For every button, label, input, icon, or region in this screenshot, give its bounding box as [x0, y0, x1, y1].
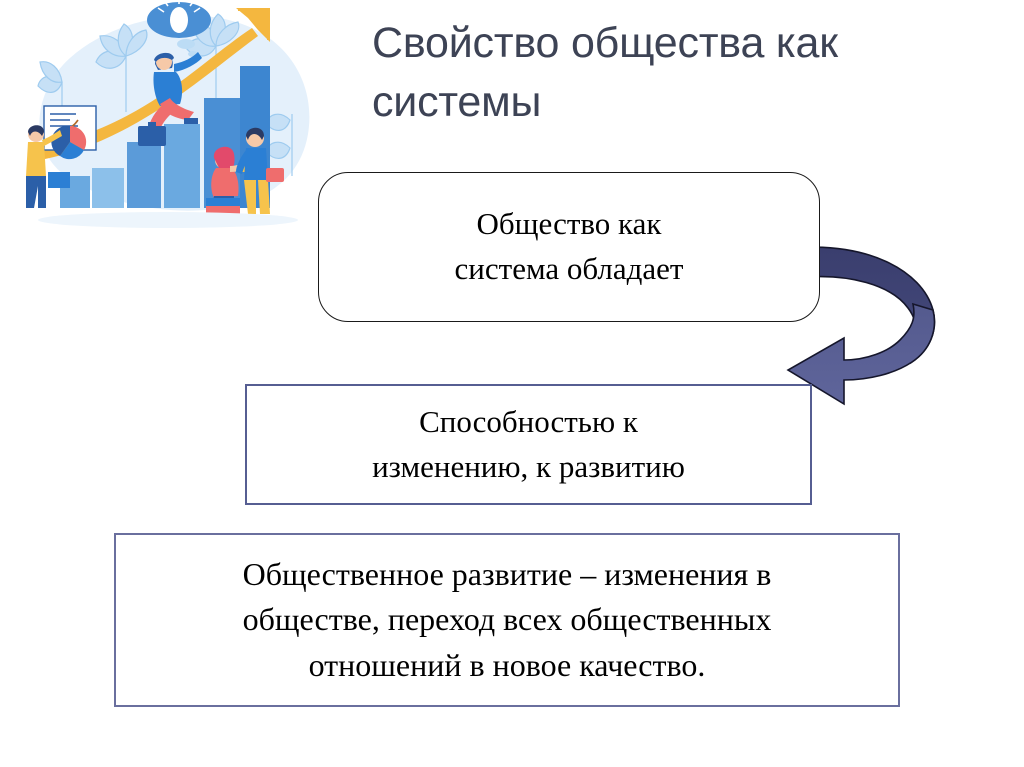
page-title: Свойство общества как системы: [372, 19, 838, 127]
person-on-arrow: [138, 52, 202, 146]
person-standing: [236, 127, 284, 214]
person-presenter: [26, 105, 97, 208]
ground-shadow: [38, 212, 298, 228]
ability-text: Способностью к изменению, к развитию: [356, 400, 701, 488]
statement-line-1: Общество как: [476, 206, 662, 242]
ability-line-2: изменению, к развитию: [372, 448, 685, 484]
definition-text: Общественное развитие – изменения в обще…: [231, 552, 784, 688]
curved-arrow-icon: [770, 228, 970, 418]
ability-line-1: Способностью к: [419, 404, 638, 440]
definition-line-3: отношений в новое качество.: [308, 646, 706, 683]
statement-text: Общество как система обладает: [427, 202, 712, 292]
business-growth-illustration: [8, 0, 328, 240]
ability-box: Способностью к изменению, к развитию: [245, 384, 812, 505]
statement-line-2: система обладает: [454, 251, 684, 286]
definition-line-2: обществе, переход всех общественных: [242, 601, 772, 638]
statement-box: Общество как система обладает: [318, 172, 820, 322]
definition-line-1: Общественное развитие – изменения в: [242, 555, 772, 592]
definition-box: Общественное развитие – изменения в обще…: [114, 533, 900, 707]
arrow-lower-band-head: [786, 302, 936, 406]
idea-bubble: [147, 0, 211, 57]
